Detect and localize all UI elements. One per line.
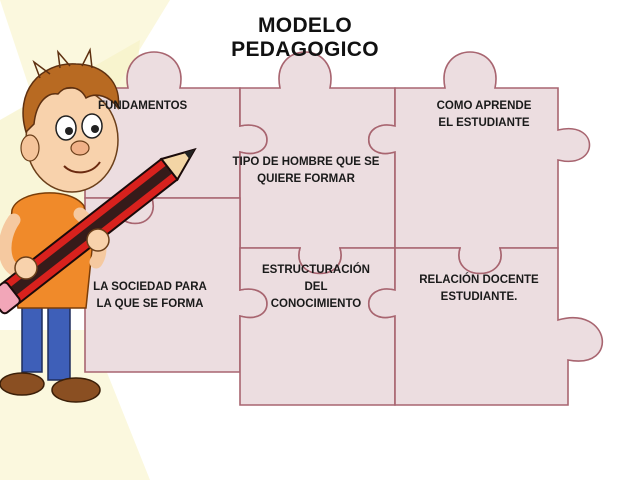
label-line: FUNDAMENTOS <box>98 100 188 112</box>
label-estructuracion: ESTRUCTURACIÓN DEL CONOCIMIENTO <box>246 262 386 313</box>
label-sociedad: LA SOCIEDAD PARA LA QUE SE FORMA <box>80 279 220 313</box>
label-line: QUIERE FORMAR <box>257 173 355 185</box>
label-line: EL ESTUDIANTE <box>438 117 530 129</box>
title-line-2: PEDAGOGICO <box>231 38 379 61</box>
label-line: TIPO DE HOMBRE QUE SE <box>232 156 380 168</box>
label-line: DEL <box>304 281 328 293</box>
title-line-1: MODELO <box>258 14 352 37</box>
label-line: RELACIÓN DOCENTE <box>419 274 539 286</box>
diagram-title: MODELO PEDAGOGICO <box>200 14 410 62</box>
label-line: LA QUE SE FORMA <box>96 298 204 310</box>
puzzle-pieces <box>84 51 604 406</box>
label-fundamentos: FUNDAMENTOS <box>98 98 238 115</box>
label-line: COMO APRENDE <box>436 100 532 112</box>
label-como-aprende: COMO APRENDE EL ESTUDIANTE <box>410 98 558 132</box>
puzzle-piece-como-aprende <box>368 51 591 275</box>
cartoon-boy-illustration <box>0 47 197 403</box>
puzzle-piece-relacion <box>368 247 604 406</box>
label-line: LA SOCIEDAD PARA <box>93 281 207 293</box>
label-line: ESTRUCTURACIÓN <box>262 264 370 276</box>
label-tipo-hombre: TIPO DE HOMBRE QUE SE QUIERE FORMAR <box>226 154 386 188</box>
label-line: CONOCIMIENTO <box>270 298 362 310</box>
label-line: ESTUDIANTE. <box>440 291 518 303</box>
label-relacion: RELACIÓN DOCENTE ESTUDIANTE. <box>404 272 554 306</box>
